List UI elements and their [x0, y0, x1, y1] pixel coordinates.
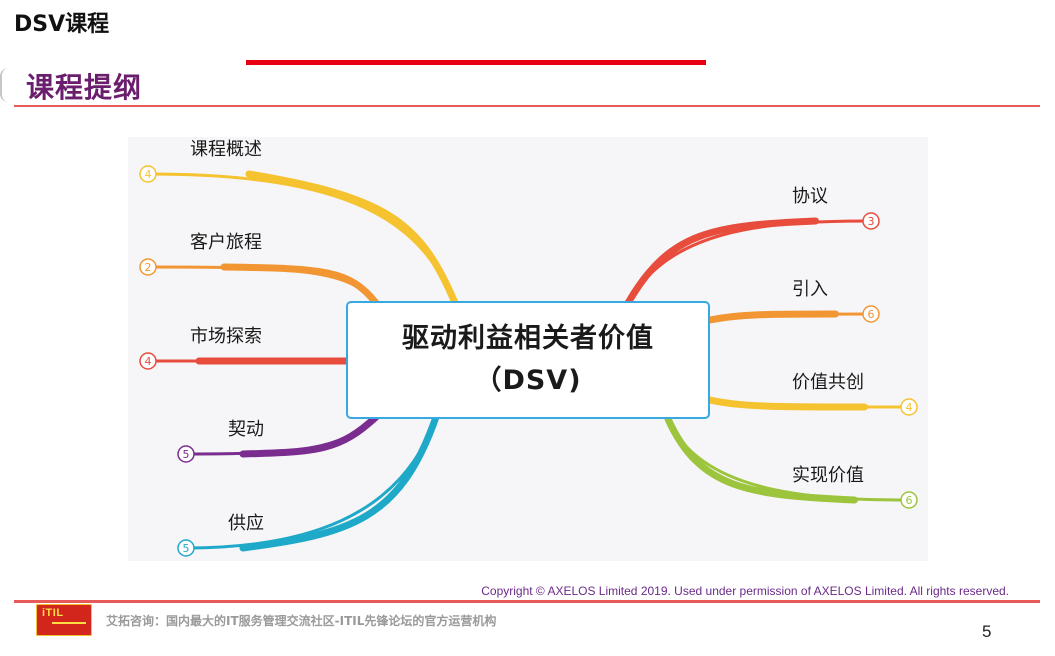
branch-offer-trunk — [239, 413, 440, 552]
branch-overview-line — [146, 172, 457, 305]
branch-realize-count: 6 — [906, 494, 913, 507]
branch-onboard-label[interactable]: 引入 — [792, 279, 828, 300]
branch-cocreate-line — [708, 398, 911, 409]
branch-journey-label[interactable]: 客户旅程 — [190, 232, 262, 253]
branch-overview-count: 4 — [145, 168, 152, 181]
branch-agree-count: 3 — [868, 215, 875, 228]
footer-rule — [14, 600, 1040, 603]
branch-onboard-count-badge[interactable]: 6 — [862, 305, 880, 323]
branch-realize-count-badge[interactable]: 6 — [900, 491, 918, 509]
branch-offer-line — [184, 415, 438, 550]
branch-realize-label[interactable]: 实现价值 — [792, 465, 864, 486]
itil-logo: iTIL — [36, 604, 92, 636]
branch-journey-count: 2 — [145, 261, 152, 274]
branch-cocreate-count-badge[interactable]: 4 — [900, 398, 918, 416]
branch-realize-line — [666, 417, 911, 502]
branch-explore-label[interactable]: 市场探索 — [190, 326, 262, 347]
branch-engage-line — [184, 415, 378, 456]
branch-agree-label[interactable]: 协议 — [792, 186, 828, 207]
branch-realize-trunk — [664, 415, 858, 504]
copyright-notice: Copyright © AXELOS Limited 2019. Used un… — [481, 584, 1009, 598]
title-rule — [14, 105, 1040, 107]
branch-offer-count: 5 — [183, 542, 190, 555]
top-red-bar — [246, 60, 706, 65]
footer-org-text: 艾拓咨询：国内最大的IT服务管理交流社区-ITIL先锋论坛的官方运营机构 — [106, 614, 497, 628]
branch-onboard-count: 6 — [868, 308, 875, 321]
branch-cocreate-count: 4 — [906, 401, 913, 414]
app-title: DSV课程 — [14, 12, 110, 37]
branch-engage-label[interactable]: 契动 — [228, 419, 264, 440]
branch-engage-count: 5 — [183, 448, 190, 461]
center-topic-label: 驱动利益相关者价值（DSV) — [402, 323, 654, 396]
branch-agree-line — [626, 219, 873, 305]
branch-journey-line — [146, 265, 378, 305]
branch-overview-count-badge[interactable]: 4 — [139, 165, 157, 183]
branch-agree-count-badge[interactable]: 3 — [862, 212, 880, 230]
slide-title: 课程提纲 — [26, 71, 143, 104]
branch-overview-label[interactable]: 课程概述 — [190, 139, 262, 160]
branch-explore-count-badge[interactable]: 4 — [139, 352, 157, 370]
branch-cocreate-label[interactable]: 价值共创 — [792, 372, 864, 393]
branch-engage-count-badge[interactable]: 5 — [177, 445, 195, 463]
branch-agree-trunk — [624, 217, 819, 307]
branch-journey-count-badge[interactable]: 2 — [139, 258, 157, 276]
page-number: 5 — [982, 622, 992, 641]
slide-accent — [0, 68, 10, 102]
mindmap-center-topic[interactable]: 驱动利益相关者价值（DSV) — [346, 301, 710, 419]
branch-explore-count: 4 — [145, 355, 152, 368]
logo-text: iTIL — [42, 607, 64, 619]
branch-offer-label[interactable]: 供应 — [228, 513, 264, 534]
branch-offer-count-badge[interactable]: 5 — [177, 539, 195, 557]
branch-onboard-line — [708, 312, 873, 322]
